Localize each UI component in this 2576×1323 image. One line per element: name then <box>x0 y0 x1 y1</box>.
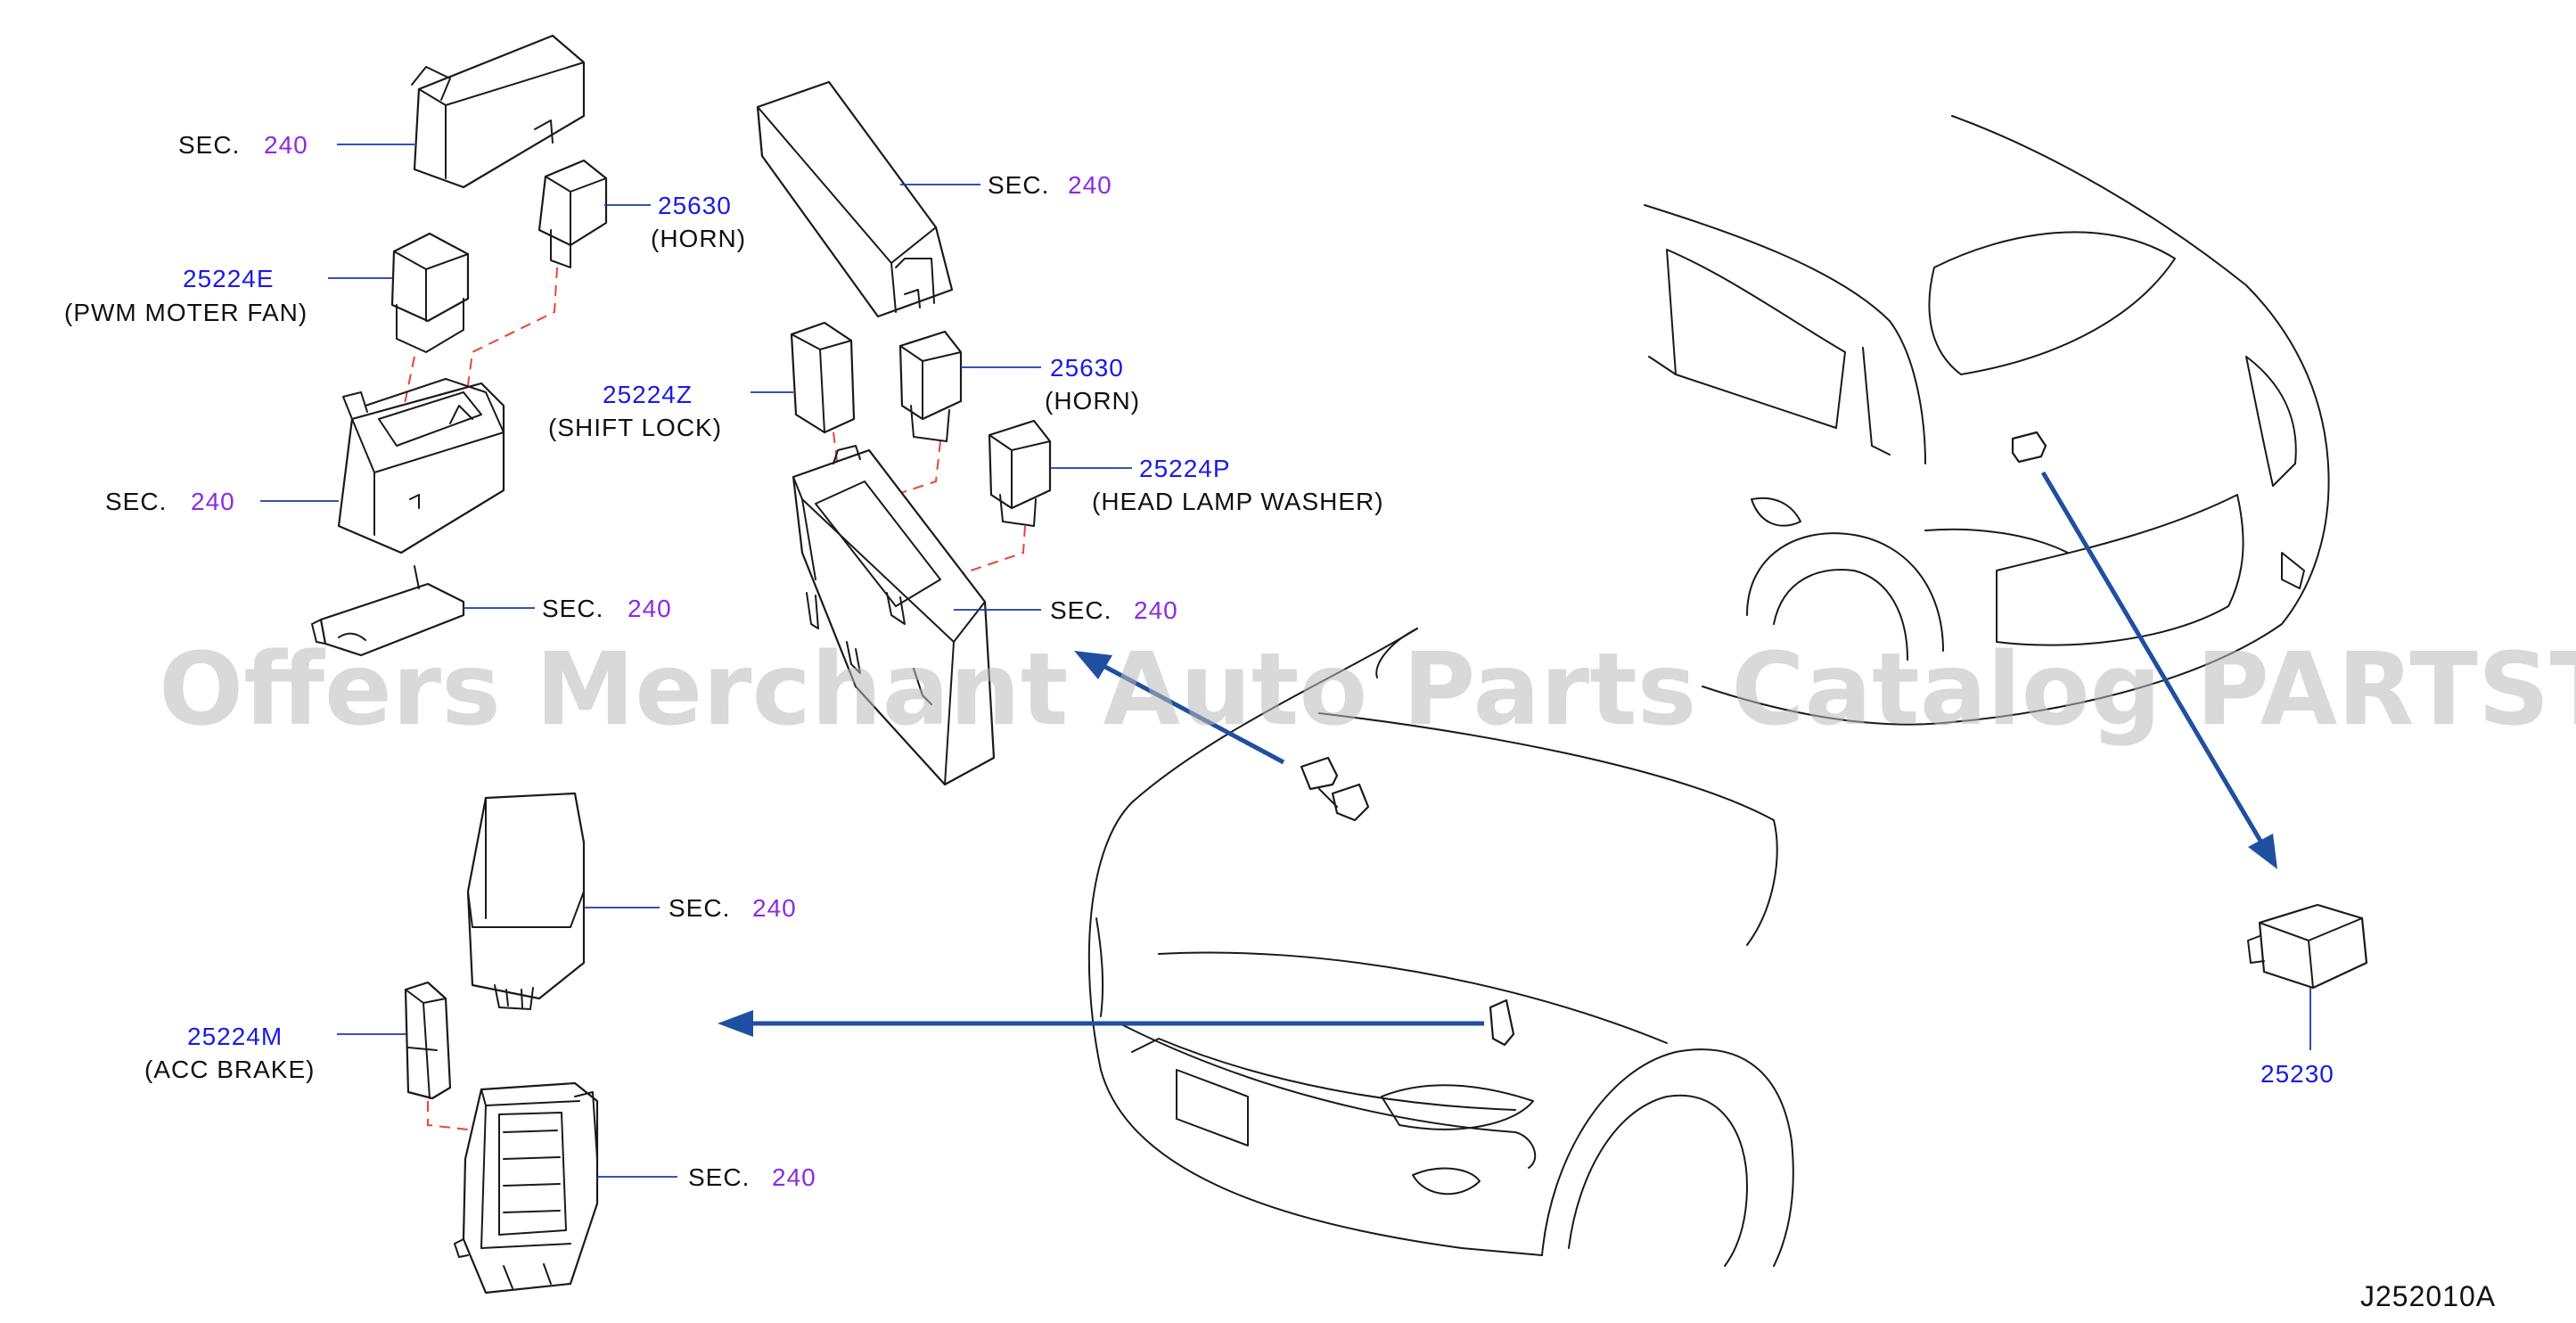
part-desc-acc-brake: (ACC BRAKE) <box>144 1056 315 1083</box>
part-number-25224E: 25224E <box>183 265 275 292</box>
front-car-relay-marker-upper[interactable] <box>1300 756 1370 822</box>
relay-25630-horn-center[interactable] <box>898 330 963 442</box>
arrow-front-lower-to-bottom-left <box>718 1010 1484 1037</box>
sec-num-c: 240 <box>628 595 672 622</box>
sec-num-e: 240 <box>1134 596 1178 624</box>
sec-label-b: SEC. <box>105 488 167 515</box>
part-desc-head-lamp-washer: (HEAD LAMP WASHER) <box>1092 488 1384 515</box>
sec-label-e: SEC. <box>1050 596 1112 624</box>
sec-num-b: 240 <box>191 488 235 515</box>
sec-label-g: SEC. <box>688 1163 750 1191</box>
bracket-top-left[interactable] <box>311 565 465 657</box>
part-desc-pwm-fan: (PWM MOTER FAN) <box>64 299 308 326</box>
arrow-rear-to-25230 <box>2040 471 2277 869</box>
part-number-25224Z: 25224Z <box>603 381 693 408</box>
part-number-25224P: 25224P <box>1139 455 1231 482</box>
part-number-25230: 25230 <box>2260 1060 2334 1088</box>
relay-25224P-head-lamp-washer[interactable] <box>988 419 1052 527</box>
relay-25224E-pwm-fan[interactable] <box>390 232 470 353</box>
diagram-id: J252010A <box>2360 1280 2496 1312</box>
part-number-25224M: 25224M <box>187 1023 283 1050</box>
fuse-relay-box-center[interactable] <box>792 445 996 786</box>
part-desc-horn-b: (HORN) <box>1045 387 1140 415</box>
rear-car-illustration <box>1644 115 2330 726</box>
sec-num-f: 240 <box>752 894 797 922</box>
relay-25224Z-shift-lock[interactable] <box>790 321 856 434</box>
relay-25224M-acc-brake[interactable] <box>404 981 452 1100</box>
relay-25230[interactable] <box>2247 903 2368 990</box>
sec-num-a: 240 <box>264 131 308 159</box>
arrow-front-upper-to-center-box <box>1074 651 1285 765</box>
fuse-box-cover-top-center[interactable] <box>756 80 954 318</box>
part-number-25630-a: 25630 <box>658 192 732 219</box>
sec-label-f: SEC. <box>669 894 730 922</box>
relay-box-holder-top-left[interactable] <box>337 378 505 555</box>
front-car-illustration <box>1087 628 1794 1267</box>
rear-car-relay-marker[interactable] <box>2011 431 2047 464</box>
relay-25630-horn-top-left[interactable] <box>537 159 608 268</box>
relay-box-cover-bottom-left[interactable] <box>466 792 586 1010</box>
part-number-25630-b: 25630 <box>1050 354 1124 382</box>
sec-num-g: 240 <box>772 1163 816 1191</box>
part-desc-shift-lock: (SHIFT LOCK) <box>548 414 722 441</box>
sec-label-a: SEC. <box>178 131 240 159</box>
watermark: Offers Merchant Auto Parts Catalog PARTS… <box>159 632 2576 748</box>
relay-box-cover-top-left[interactable] <box>411 34 586 189</box>
sec-num-d: 240 <box>1068 171 1112 199</box>
sec-label-d: SEC. <box>988 171 1049 199</box>
front-car-relay-marker-lower[interactable] <box>1489 998 1515 1047</box>
relay-box-holder-bottom-left[interactable] <box>454 1081 599 1294</box>
sec-label-c: SEC. <box>542 595 603 622</box>
part-desc-horn-a: (HORN) <box>651 225 746 252</box>
